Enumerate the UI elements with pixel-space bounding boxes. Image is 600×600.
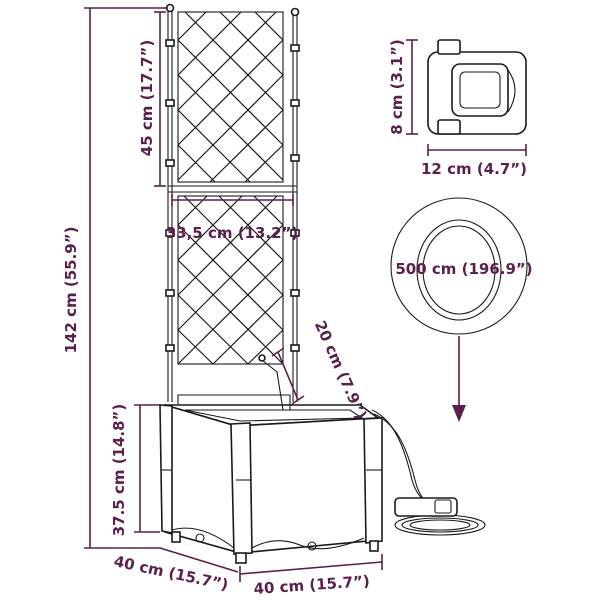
planter-pot <box>159 354 383 564</box>
timer-inlet <box>437 39 461 55</box>
timer-display <box>451 63 509 117</box>
hose-assembly <box>371 409 486 536</box>
pot-height-label: 37.5 cm (14.8”) <box>110 404 128 537</box>
timer-outlet <box>437 119 461 135</box>
timer-width-label: 12 cm (4.7”) <box>421 160 527 178</box>
pot-width-label: 40 cm (15.7”) <box>253 572 370 598</box>
trellis-clips <box>165 39 300 352</box>
trellis-top-height-label: 45 cm (17.7”) <box>138 40 156 156</box>
hose-length-label: 500 cm (196.9”) <box>395 260 532 278</box>
trellis <box>165 3 300 402</box>
trellis-width-label: 33,5 cm (13.2”) <box>166 224 299 242</box>
timer-detail <box>427 39 527 135</box>
hose-detail <box>390 197 528 422</box>
pot-foot <box>235 552 247 564</box>
upper-lattice <box>177 11 284 183</box>
dimension-lines <box>84 7 527 582</box>
timer-dial <box>507 69 516 113</box>
trellis-lower-panel <box>177 195 284 365</box>
pot-front-face <box>235 417 379 554</box>
drip-pipe <box>261 359 284 411</box>
pot-foot <box>171 531 181 543</box>
hose-detail-circle <box>390 197 528 335</box>
trellis-upper-panel <box>177 11 284 183</box>
total-height-label: 142 cm (55.9”) <box>62 227 80 354</box>
hose-timer-small <box>394 497 458 517</box>
down-arrow-icon <box>452 405 466 422</box>
lower-lattice <box>177 195 284 365</box>
pot-depth-label: 40 cm (15.7”) <box>112 552 230 594</box>
timer-height-label: 8 cm (3.1”) <box>388 39 406 135</box>
post-cap <box>290 7 300 17</box>
pot-foot <box>369 540 379 552</box>
